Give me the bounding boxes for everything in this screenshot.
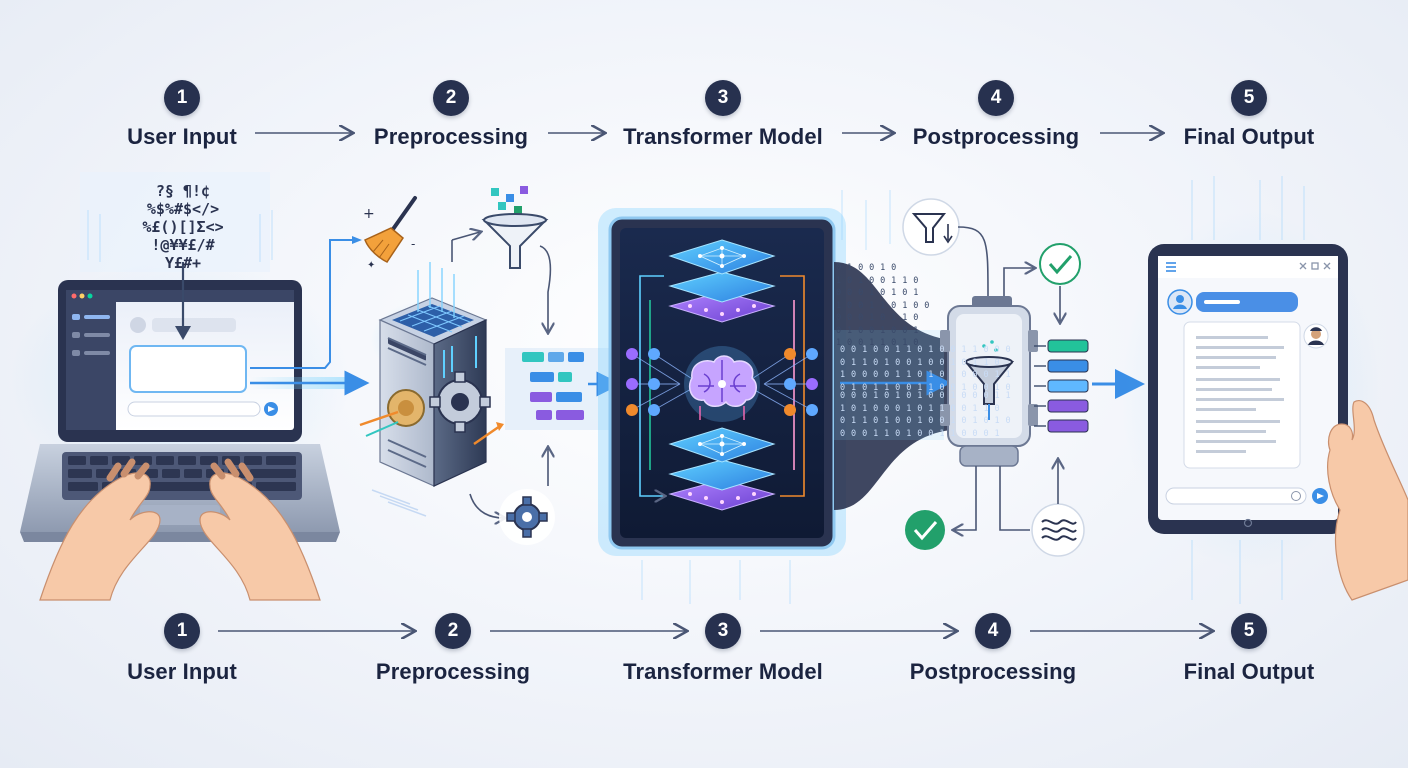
step-number-badge: 3	[705, 613, 741, 649]
token-blocks	[505, 348, 622, 430]
step-bottom-user-input: 1 User Input	[62, 613, 302, 685]
step-label: Postprocessing	[912, 124, 1080, 149]
broom-icon: + - ✦	[363, 196, 417, 271]
step-number-badge: 5	[1231, 80, 1267, 116]
svg-text:✦: ✦	[367, 260, 375, 271]
step-top-postprocessing: 4 Postprocessing	[876, 80, 1116, 150]
binary-stream-mid: 0 0 1 0 0 1 1 0 1 0 0 1 1 0 0 0 0 1 1 0 …	[840, 345, 1012, 393]
step-top-final-output: 5 Final Output	[1129, 80, 1369, 150]
step-label: Postprocessing	[909, 659, 1077, 684]
laptop-to-server-link	[250, 236, 370, 396]
check-icon-bottom	[905, 466, 977, 550]
step-number-badge: 1	[164, 80, 200, 116]
step-label: Preprocessing	[375, 659, 531, 684]
step-label: User Input	[127, 659, 237, 684]
model-to-post-stream	[834, 262, 952, 510]
svg-text:-: -	[411, 237, 415, 251]
step-number-badge: 4	[978, 80, 1014, 116]
step-bottom-final-output: 5 Final Output	[1129, 613, 1369, 685]
step-label: Final Output	[1183, 124, 1315, 149]
step-bottom-preprocessing: 2 Preprocessing	[333, 613, 573, 685]
input-arrow	[175, 262, 191, 340]
step-label: Final Output	[1183, 659, 1315, 684]
step-number-badge: 4	[975, 613, 1011, 649]
step-bottom-postprocessing: 4 Postprocessing	[873, 613, 1113, 685]
step-label: User Input	[127, 124, 237, 149]
step-top-transformer-model: 3 Transformer Model	[603, 80, 843, 150]
glyph-cloud-bg	[80, 172, 270, 272]
tablet-icon	[1120, 210, 1408, 601]
input-symbols: ?§ ¶!¢ %$%#$</> %£()[]Σ<> !@¥¥£/# Y£#+	[142, 182, 224, 272]
preprocessing-server-icon	[359, 262, 504, 517]
light-streaks	[87, 176, 1305, 604]
step-number-badge: 1	[164, 613, 200, 649]
step-label: Preprocessing	[373, 124, 529, 149]
waves-icon	[999, 460, 1085, 557]
step-label: Transformer Model	[623, 124, 823, 149]
check-icon-top	[1003, 243, 1081, 322]
settings-gear-icon	[469, 448, 555, 545]
step-number-badge: 3	[705, 80, 741, 116]
step-top-preprocessing: 2 Preprocessing	[331, 80, 571, 150]
step-label: Transformer Model	[623, 659, 823, 684]
postprocessing-device-icon	[940, 296, 1038, 467]
laptop-icon	[10, 260, 350, 601]
svg-text:+: +	[363, 206, 375, 222]
attention-layers-bottom	[668, 427, 776, 511]
funnel-icon	[451, 186, 550, 332]
transformer-model-panel	[598, 208, 846, 556]
step-number-badge: 2	[433, 80, 469, 116]
brain-icon	[684, 346, 760, 422]
binary-stream-low: 0 0 0 1 0 1 0 1 0 0 1 0 0 0 1 1 1 0 1 0 …	[840, 391, 1012, 439]
filter-funnel-badge	[902, 198, 989, 297]
binary-stream-left: 0 1 0 0 1 0 1 0 1 0 0 1 1 0 0 0 0 1 0 1 …	[836, 263, 930, 348]
step-number-badge: 5	[1231, 613, 1267, 649]
step-top-user-input: 1 User Input	[62, 80, 302, 150]
attention-layers-top	[668, 239, 776, 323]
step-bottom-transformer-model: 3 Transformer Model	[603, 613, 843, 685]
step-number-badge: 2	[435, 613, 471, 649]
